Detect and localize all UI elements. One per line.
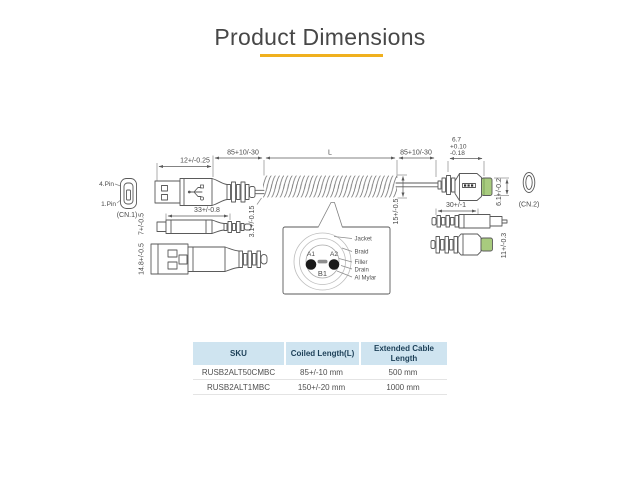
dim-usb-a-body-length: 33+/-0.8 — [194, 207, 220, 214]
pin4-label: 4.Pin — [99, 181, 114, 188]
usb-c-side-view — [437, 173, 493, 201]
spec-table-header: SKU Coiled Length(L) Extended Cable Leng… — [193, 342, 447, 365]
usb-c-top-view: 11+/-0.3 — [430, 233, 508, 258]
usb-a-side-view — [154, 178, 265, 206]
top-dimension-lines: 12+/-0.25 85+10/-30 L 85+10/-30 6.7 +0.1… — [156, 137, 485, 181]
header-extended-length: Extended Cable Length — [359, 342, 447, 365]
extended-length-value: 500 mm — [388, 367, 418, 377]
coiled-length-value: 150+/-20 mm — [297, 382, 346, 392]
dim-cable-diameter: 3.1+/-0.15 — [249, 206, 256, 238]
table-row: RUSB2ALT50CMBC 85+/-10 mm 500 mm — [193, 365, 447, 380]
layer-label-al-mylar: Al Mylar — [355, 275, 377, 281]
filler-bar — [317, 259, 328, 264]
dim-tip-tol-plus: +0.10 — [450, 144, 467, 151]
dim-left-lead-length: 85+10/-30 — [227, 150, 259, 157]
dim-tip-length: 6.7 — [452, 137, 461, 144]
dim-usb-a-shell-length: 12+/-0.25 — [180, 158, 210, 165]
dim-cn2-height: 6.1+/-0.2 — [496, 178, 503, 206]
cn2-front-view: 6.1+/-0.2 (CN.2) — [494, 172, 540, 209]
wire-a1-dot — [305, 259, 317, 270]
coiled-length-value: 85+/-10 mm — [300, 367, 343, 377]
cross-section-detail: A1 A2 B1 Jacket Braid Filler Drain Al My… — [282, 202, 391, 295]
coil-diameter-dim: 15+/-0.5 — [393, 174, 407, 224]
layer-label-filler: Filler — [355, 260, 368, 266]
cn1-label: (CN.1) — [117, 212, 138, 219]
wire-b1-label: B1 — [318, 269, 327, 278]
usb-trident-icon — [187, 184, 204, 201]
header-coiled-length: Coiled Length(L) — [284, 342, 359, 365]
cn2-label: (CN.2) — [519, 202, 540, 209]
coiled-cable — [263, 174, 397, 199]
wire-a2-label: A2 — [330, 251, 338, 258]
usb-c-green-tip — [481, 177, 493, 196]
wire-a2-dot — [328, 259, 340, 270]
header-sku: SKU — [193, 342, 284, 365]
extended-length-value: 1000 mm — [386, 382, 420, 392]
dim-coil-length: L — [328, 150, 332, 157]
layer-label-braid: Braid — [355, 250, 369, 256]
layer-label-jacket: Jacket — [355, 237, 373, 243]
dim-cn2-body-length: 30+/-1 — [446, 202, 466, 209]
usb-c-green-tip-top — [480, 237, 493, 252]
usb-a-front-view: 4.Pin 1.Pin (CN.1) — [99, 178, 138, 219]
dim-right-lead-length: 85+10/-30 — [400, 150, 432, 157]
usb-a-profile-view: 33+/-0.8 7+/-0.5 — [139, 207, 252, 235]
pin1-label: 1.Pin — [101, 201, 116, 208]
title-accent-underline — [260, 54, 383, 57]
sku-value: RUSB2ALT1MBC — [207, 382, 270, 392]
dim-usb-a-height: 7+/-0.5 — [139, 213, 146, 235]
layer-label-drain: Drain — [355, 267, 369, 273]
right-lead-cable — [395, 182, 439, 188]
usb-a-top-view: 14.8+/-0.5 — [139, 243, 268, 275]
cable-diameter-dim: 3.1+/-0.15 — [249, 197, 262, 238]
wire-a1-label: A1 — [307, 251, 315, 258]
dim-coil-diameter: 15+/-0.5 — [393, 198, 400, 224]
spec-table: SKU Coiled Length(L) Extended Cable Leng… — [193, 342, 447, 395]
page-title: Product Dimensions — [214, 24, 426, 50]
usb-c-profile-view: 30+/-1 — [431, 202, 508, 229]
dim-tip-tol-minus: -0.18 — [450, 150, 465, 157]
sku-value: RUSB2ALT50CMBC — [201, 367, 276, 377]
table-row: RUSB2ALT1MBC 150+/-20 mm 1000 mm — [193, 380, 447, 395]
dim-usb-a-width: 14.8+/-0.5 — [139, 243, 146, 275]
dim-cn2-width: 11+/-0.3 — [501, 233, 508, 258]
